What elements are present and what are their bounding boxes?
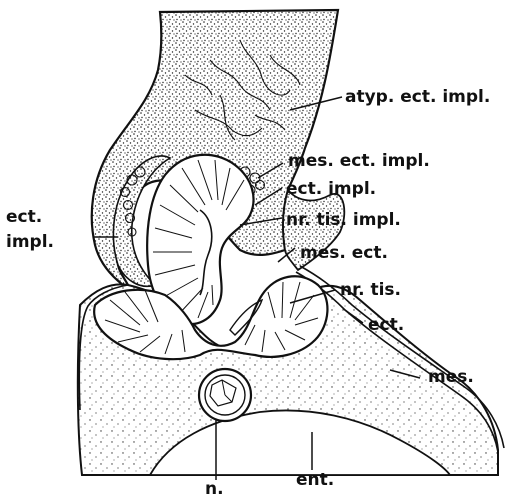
label-mes-ect: mes. ect.	[300, 243, 388, 263]
notochord	[199, 369, 251, 421]
label-nr-tis-impl: nr. tis. impl.	[286, 210, 401, 230]
label-nr-tis: nr. tis.	[340, 280, 401, 300]
label-ect-impl-right: ect. impl.	[286, 179, 376, 199]
label-ect: ect.	[368, 315, 404, 335]
label-ect-left-line2: impl.	[6, 232, 54, 252]
label-mes-ect-impl: mes. ect. impl.	[288, 151, 430, 171]
label-ent: ent.	[296, 470, 334, 490]
label-ect-left-line1: ect.	[6, 207, 42, 227]
label-atyp-ect-impl: atyp. ect. impl.	[345, 87, 490, 107]
label-mes: mes.	[428, 367, 474, 387]
label-n: n.	[205, 479, 224, 497]
